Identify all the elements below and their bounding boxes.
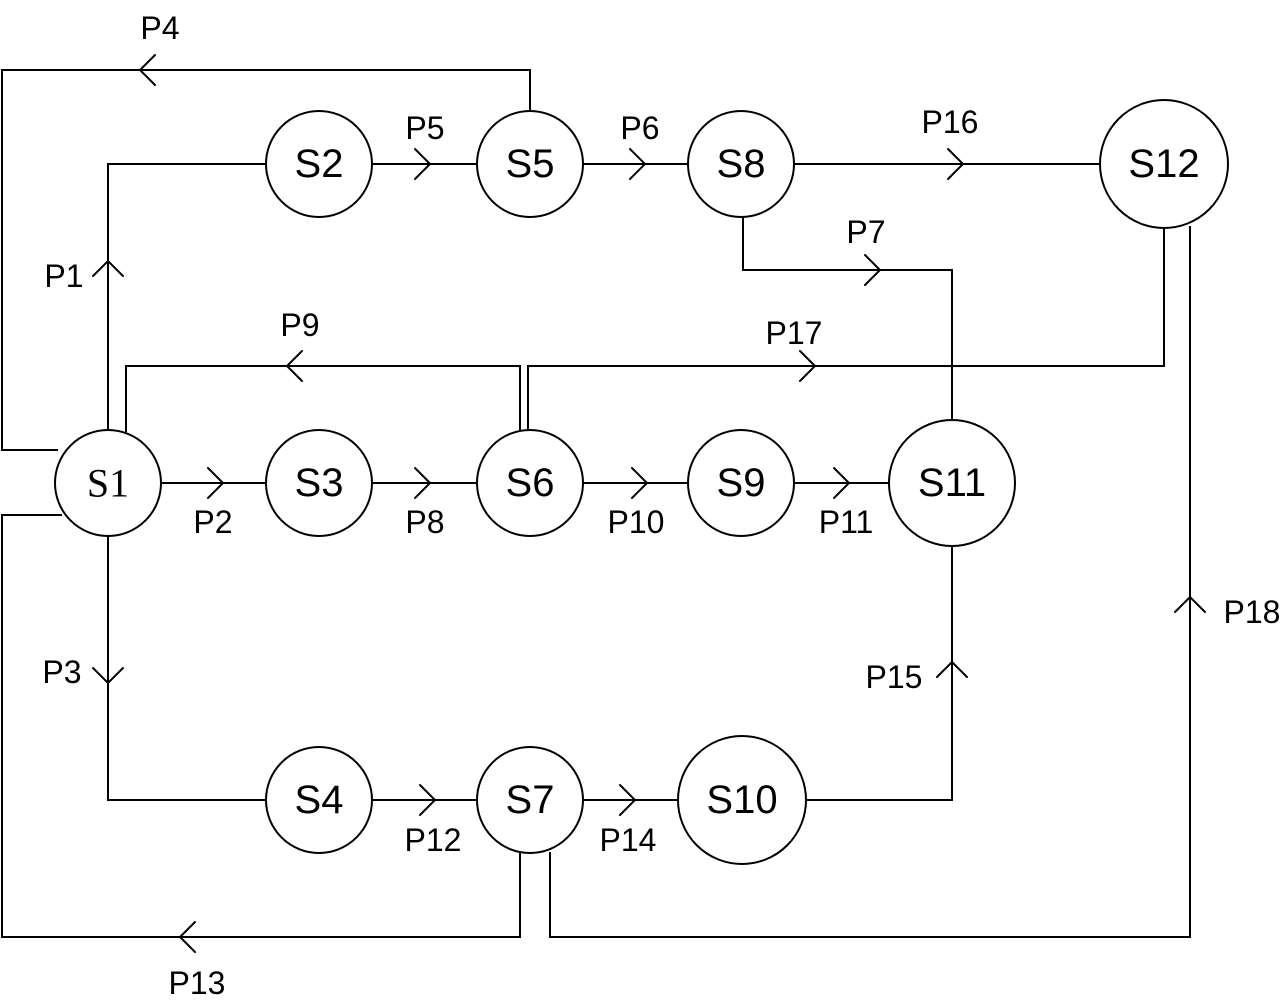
edge-labels: P1 P2 P3 P4 P5 P6 P7 P8 P9 P10 P11 P12 P…: [42, 10, 1280, 1001]
node-s8-circle: [687, 110, 795, 218]
node-s2: S2: [265, 110, 373, 218]
node-s1: S1: [54, 429, 162, 537]
edge-p3-line: [107, 536, 266, 801]
edge-p10-label: P10: [608, 504, 665, 540]
edge-p10-arrow: [631, 467, 649, 499]
edge-p13-label: P13: [169, 965, 226, 1001]
node-s6-circle: [476, 429, 584, 537]
node-s9: S9: [687, 429, 795, 537]
edge-p8-label: P8: [405, 504, 444, 540]
node-s10: S10: [677, 735, 807, 865]
edge-p1-arrow: [92, 259, 124, 277]
edge-p1-line: [107, 163, 266, 430]
node-s11-circle: [888, 419, 1016, 547]
node-s4-label: S4: [295, 778, 344, 822]
node-s4: S4: [265, 746, 373, 854]
edge-p16-arrow: [947, 148, 965, 180]
node-s1-circle: [54, 429, 162, 537]
edge-p6-label: P6: [620, 110, 659, 146]
edge-p15-label: P15: [866, 659, 923, 695]
node-s6: S6: [476, 429, 584, 537]
node-s5: S5: [476, 110, 584, 218]
edge-p11-label: P11: [819, 504, 874, 540]
node-s10-label: S10: [706, 778, 777, 822]
edge-p2-arrow: [207, 467, 225, 499]
edge-p15-arrow: [936, 660, 968, 678]
node-s12-circle: [1099, 99, 1229, 229]
node-s12: S12: [1099, 99, 1229, 229]
node-s11: S11: [888, 419, 1016, 547]
node-s7-circle: [476, 746, 584, 854]
node-s2-circle: [265, 110, 373, 218]
node-s11-label: S11: [918, 461, 986, 505]
edge-p3-label: P3: [42, 654, 81, 690]
edge-p2-label: P2: [193, 504, 232, 540]
node-s3-label: S3: [295, 461, 344, 505]
edge-p17-line: [527, 228, 1165, 431]
node-s4-circle: [265, 746, 373, 854]
edge-p5-arrow: [414, 148, 432, 180]
edge-p16-label: P16: [922, 104, 979, 140]
node-s3-circle: [265, 429, 373, 537]
edge-p15-line: [806, 546, 953, 801]
node-s3: S3: [265, 429, 373, 537]
node-s7-label: S7: [506, 778, 555, 822]
node-s1-label: S1: [87, 461, 129, 506]
edge-p8-arrow: [414, 467, 432, 499]
edge-p4-arrow: [138, 54, 156, 86]
node-s5-circle: [476, 110, 584, 218]
edge-lines: [1, 69, 1191, 938]
edge-p1-label: P1: [44, 258, 83, 294]
node-s9-label: S9: [717, 461, 766, 505]
edge-p4-line: [1, 69, 531, 451]
edge-p12-arrow: [419, 784, 437, 816]
node-s8: S8: [687, 110, 795, 218]
edge-p6-arrow: [629, 148, 647, 180]
edge-p11-arrow: [833, 467, 851, 499]
node-s7: S7: [476, 746, 584, 854]
edge-p12-label: P12: [405, 822, 462, 858]
edge-p13-arrow: [178, 921, 196, 953]
edge-p7-arrow: [864, 254, 882, 286]
edge-p9-label: P9: [280, 307, 319, 343]
node-s5-label: S5: [506, 142, 555, 186]
edge-p9-arrow: [285, 350, 303, 382]
node-s12-label: S12: [1128, 142, 1199, 186]
edge-p7-label: P7: [846, 214, 885, 250]
nodes: S1 S2 S3 S4 S5 S6 S7 S8: [54, 99, 1229, 865]
edge-p9-line: [125, 365, 521, 432]
edge-p17-arrow: [799, 350, 817, 382]
edge-p14-arrow: [619, 784, 637, 816]
edge-p18-label: P18: [1224, 594, 1281, 630]
edge-arrows: [92, 54, 1206, 953]
node-s10-circle: [677, 735, 807, 865]
edge-p3-arrow: [92, 667, 124, 685]
edge-p7-line: [742, 217, 953, 420]
edge-p18-arrow: [1174, 595, 1206, 613]
edge-p18-line: [549, 226, 1191, 938]
node-s2-label: S2: [295, 142, 344, 186]
edge-p14-label: P14: [600, 822, 657, 858]
edge-p5-label: P5: [405, 110, 444, 146]
edge-p13-line: [1, 514, 521, 938]
node-s9-circle: [687, 429, 795, 537]
edge-p17-label: P17: [766, 315, 823, 351]
node-s8-label: S8: [717, 142, 766, 186]
edge-p4-label: P4: [140, 10, 179, 46]
node-s6-label: S6: [506, 461, 555, 505]
